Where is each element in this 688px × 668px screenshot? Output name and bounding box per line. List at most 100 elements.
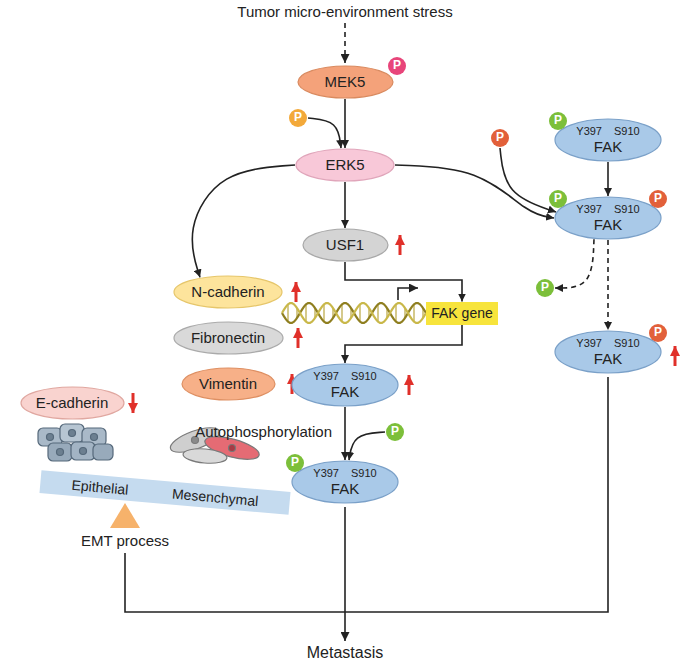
fak-protein: Y397S910FAKPP xyxy=(554,196,662,240)
phosphate-circle: P xyxy=(490,128,510,148)
dna-rung xyxy=(413,304,414,321)
phosphate-circle: P xyxy=(285,453,305,473)
node-text: USF1 xyxy=(326,236,364,253)
kinase-ellipse: ERK5 xyxy=(295,148,395,182)
fak-protein: Y397S910FAK xyxy=(291,363,399,407)
phosphate-circle: P xyxy=(548,189,568,209)
node-shape xyxy=(555,331,661,373)
node-text: P xyxy=(541,281,549,295)
connector-arrow xyxy=(308,118,341,148)
node-text: P xyxy=(294,111,302,125)
node-content: P xyxy=(393,59,401,73)
node-shape xyxy=(292,364,398,406)
increase-arrow xyxy=(297,328,300,348)
connector-arrow xyxy=(345,262,462,302)
epithelial-cell xyxy=(48,443,72,461)
node-shape xyxy=(298,66,393,98)
dna-strand xyxy=(282,303,426,323)
fak-protein: Y397S910FAKP xyxy=(554,330,662,374)
node-shape xyxy=(292,461,398,503)
marker-ellipse: E-cadherin xyxy=(20,386,125,420)
nucleus xyxy=(229,445,236,452)
connector-arrow xyxy=(192,165,295,277)
nucleus xyxy=(57,449,64,456)
transcription-start-arrow xyxy=(398,288,418,300)
increase-arrow xyxy=(399,235,402,255)
node-content: USF1 xyxy=(326,236,364,253)
node-shape xyxy=(649,190,667,208)
node-text: P xyxy=(393,59,401,73)
node-text: S910 xyxy=(614,337,640,350)
node-text: FAK xyxy=(576,350,639,367)
node-content: Vimentin xyxy=(199,375,257,392)
connector-arrow xyxy=(500,148,556,212)
phosphate-circle: P xyxy=(387,56,407,76)
process-label: EMT process xyxy=(81,532,169,549)
node-text: FAK xyxy=(313,480,376,497)
node-text: Y397 xyxy=(576,203,602,216)
phosphate-circle: P xyxy=(548,111,568,131)
node-content: N-cadherin xyxy=(191,283,264,300)
stress-arrow xyxy=(344,23,346,63)
node-shape xyxy=(174,322,283,354)
connector-arrow xyxy=(344,182,346,228)
node-shape xyxy=(649,324,667,342)
node-content: P xyxy=(654,326,662,340)
epithelial-cell xyxy=(71,442,95,460)
node-text: P xyxy=(496,131,504,145)
nucleus xyxy=(80,448,87,455)
node-shape xyxy=(555,197,661,239)
node-shape xyxy=(549,112,567,130)
epithelial-cell xyxy=(60,424,84,442)
node-text: P xyxy=(654,326,662,340)
fak-protein: Y397S910FAKP xyxy=(291,460,399,504)
transcription-factor: USF1 xyxy=(302,228,389,262)
node-content: FAK gene xyxy=(431,305,493,321)
node-shape xyxy=(386,423,404,441)
node-text: Vimentin xyxy=(199,375,257,392)
node-shape xyxy=(536,279,554,297)
increase-arrow xyxy=(674,346,677,366)
node-text: S910 xyxy=(614,203,640,216)
node-shape xyxy=(39,470,290,515)
node-text: Y397 xyxy=(313,370,339,383)
increase-arrows xyxy=(133,235,675,413)
dna-rung xyxy=(341,304,342,321)
node-text: FAK xyxy=(313,383,376,400)
node-content: Y397S910FAK xyxy=(576,125,639,155)
kinase-ellipse: MEK5 xyxy=(297,65,394,99)
node-text: N-cadherin xyxy=(191,283,264,300)
phosphate-circle: P xyxy=(385,422,405,442)
dna-rung xyxy=(287,304,288,321)
node-content: P xyxy=(654,192,662,206)
node-shape xyxy=(491,129,509,147)
outcome-label: Metastasis xyxy=(307,644,383,662)
node-text: FAK gene xyxy=(431,305,493,321)
connector-arrow xyxy=(607,240,609,330)
fulcrum-triangle xyxy=(110,503,140,528)
stimulus-label: Tumor micro-environment stress xyxy=(237,3,452,20)
node-text: Y397 xyxy=(313,467,339,480)
node-text: S910 xyxy=(614,125,640,138)
node-shape xyxy=(289,109,307,127)
node-text: MEK5 xyxy=(325,73,366,90)
node-content: P xyxy=(291,456,299,470)
dna-rung xyxy=(305,304,306,321)
dna-rung xyxy=(377,304,378,321)
dna-helix xyxy=(282,303,426,323)
node-content: E-cadherin xyxy=(36,394,109,411)
dna-rung xyxy=(395,304,396,321)
marker-ellipse: Vimentin xyxy=(181,367,276,401)
seesaw-bar: EpithelialMesenchymal xyxy=(39,470,290,515)
node-text: P xyxy=(291,456,299,470)
node-content: P xyxy=(554,192,562,206)
node-shape xyxy=(182,368,275,400)
process-label: Autophosphorylation xyxy=(195,423,332,440)
phosphate-circle: P xyxy=(648,323,668,343)
node-shape xyxy=(286,454,304,472)
node-content: MEK5 xyxy=(325,73,366,90)
node-text: Y397 xyxy=(576,125,602,138)
node-text: P xyxy=(554,192,562,206)
node-shape xyxy=(174,276,282,308)
nucleus xyxy=(69,430,76,437)
